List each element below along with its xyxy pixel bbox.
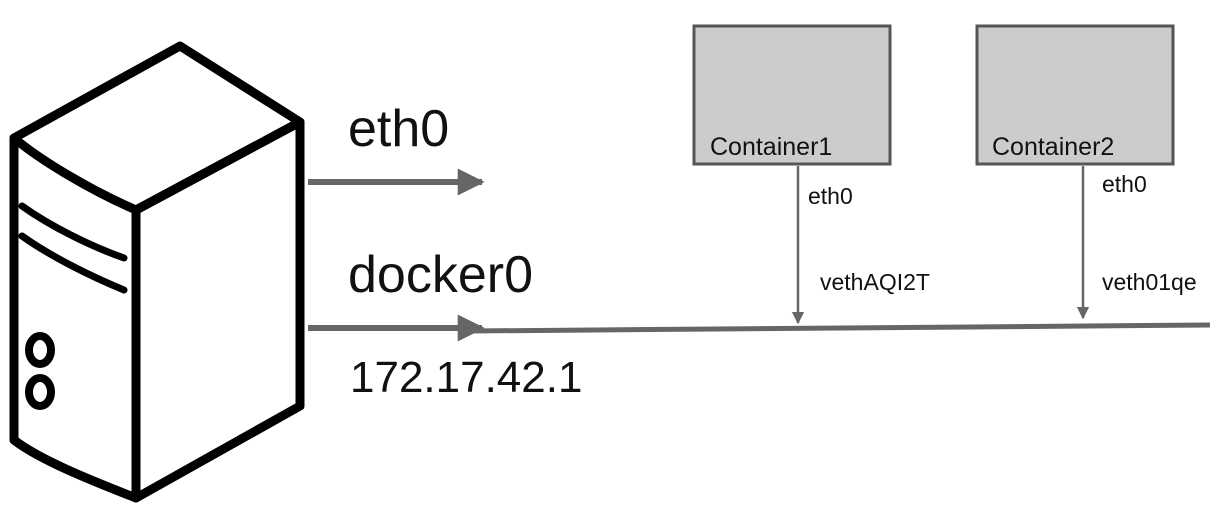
host-eth0-label: eth0 [348,100,449,158]
container2-name: Container2 [992,133,1114,161]
server-drive-circle-1 [25,332,55,368]
host-docker0-label: docker0 [348,246,533,304]
server-front-face [9,133,141,503]
server-side-face [131,117,305,503]
container2-eth0-label: eth0 [1102,171,1147,197]
server-vent-line-1 [18,202,128,262]
container1-eth0-label: eth0 [808,183,853,209]
container1-box [692,24,892,166]
docker0-bridge-line [469,322,1211,334]
container2-box [975,24,1175,166]
server-drive-circle-2 [25,374,55,410]
container1-veth-label: vethAQI2T [820,269,930,295]
container2-veth-label: veth01qe [1102,269,1197,295]
docker0-ip-label: 172.17.42.1 [350,353,582,402]
container1-name: Container1 [710,133,832,161]
server-icon [9,41,305,503]
container2: Container2 eth0 veth01qe [975,24,1197,320]
server-vent-line-2 [18,232,128,294]
container1: Container1 eth0 vethAQI2T [692,24,930,325]
